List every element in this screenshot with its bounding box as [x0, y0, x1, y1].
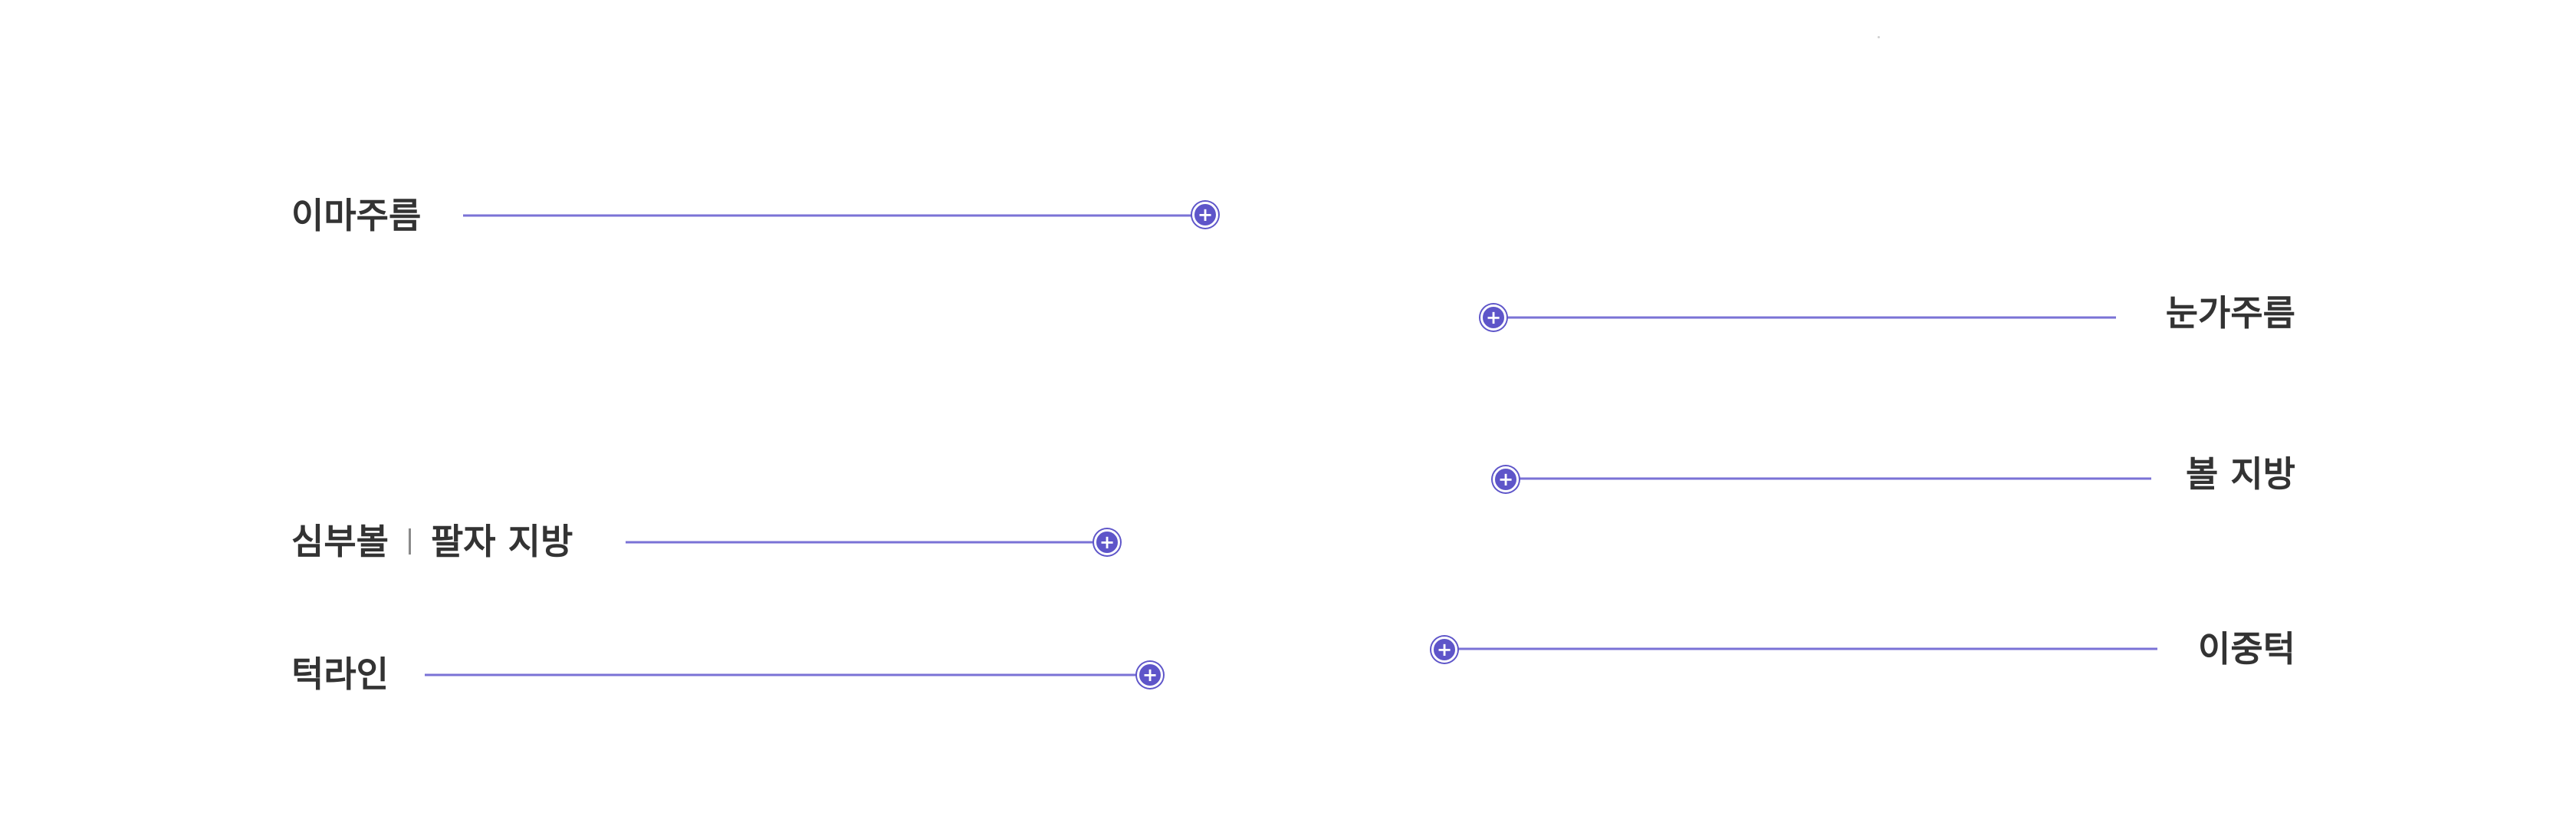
- callout-label-forehead-wrinkles: 이마주름: [291, 198, 421, 233]
- callout-text: 이마주름: [291, 195, 422, 236]
- callout-line-jawline: [425, 673, 1148, 676]
- callout-label-cheek-fat: 볼 지방: [2186, 456, 2295, 492]
- callout-line-crow-feet: [1495, 316, 2116, 319]
- callout-line-forehead-wrinkles: [463, 214, 1204, 217]
- callout-text: 이중턱: [2198, 628, 2295, 670]
- callout-line-double-chin: [1446, 647, 2157, 650]
- callout-text-secondary: 팔자 지방: [430, 521, 573, 562]
- plus-marker-icon[interactable]: +: [1094, 529, 1120, 555]
- callout-text: 눈가주름: [2165, 292, 2295, 334]
- callout-text: 볼 지방: [2186, 453, 2295, 495]
- callout-label-crow-feet: 눈가주름: [2166, 295, 2295, 331]
- callout-line-buccal-fat: [626, 541, 1106, 544]
- plus-marker-icon[interactable]: +: [1431, 637, 1457, 663]
- callout-label-buccal-fat: 심부볼 팔자 지방: [291, 524, 573, 559]
- plus-marker-icon[interactable]: +: [1192, 202, 1218, 228]
- callout-text: 심부볼: [291, 521, 389, 562]
- label-separator: [408, 528, 411, 555]
- callout-label-jawline: 턱라인: [291, 657, 389, 692]
- callout-text: 턱라인: [291, 653, 389, 695]
- plus-marker-icon[interactable]: +: [1480, 304, 1506, 331]
- callout-line-cheek-fat: [1507, 477, 2151, 480]
- callout-label-double-chin: 이중턱: [2198, 631, 2295, 666]
- plus-marker-icon[interactable]: +: [1493, 466, 1519, 492]
- stray-dot: [1878, 36, 1880, 38]
- plus-marker-icon[interactable]: +: [1137, 662, 1163, 688]
